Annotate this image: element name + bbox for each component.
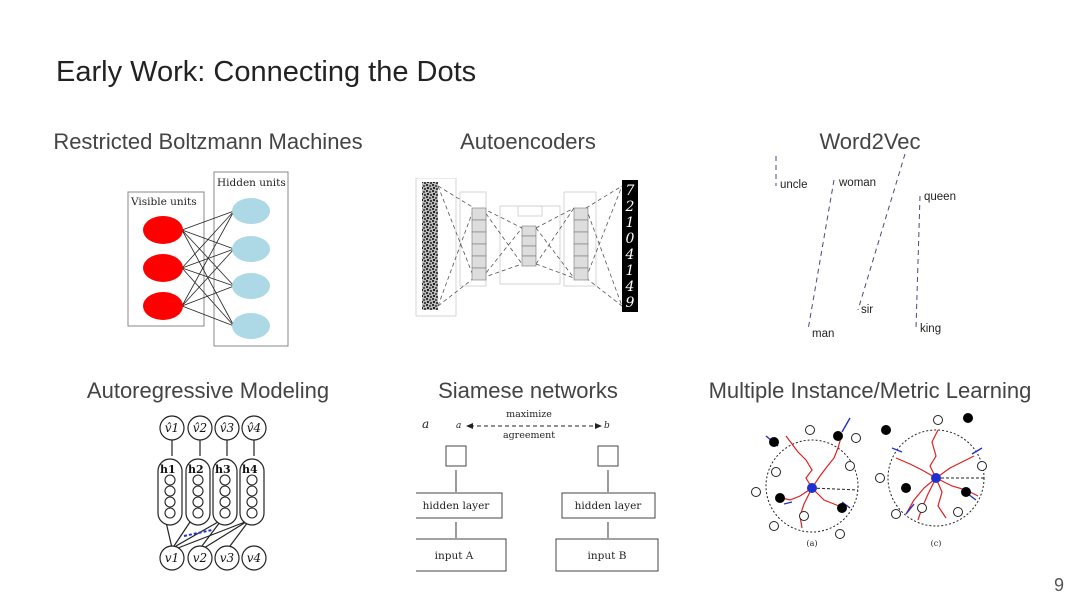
hidden-unit [232, 236, 270, 262]
mil-caption-a: (a) [806, 539, 817, 548]
autoencoders-heading: Autoencoders [460, 129, 596, 154]
ar-neuron [219, 474, 231, 486]
hidden-unit [232, 198, 270, 224]
mil-heading: Multiple Instance/Metric Learning [708, 378, 1032, 403]
ar-hidden-label: h3 [215, 463, 231, 476]
siamese-maximize: maximize [506, 409, 552, 420]
ae-layer-1 [471, 207, 487, 281]
reconstructed-digit: 1 [626, 215, 635, 231]
ae-bottleneck [521, 225, 537, 267]
rbm-connections [181, 210, 235, 327]
ar-output-label: v̂4 [247, 421, 261, 435]
siamese-left-output: a [456, 421, 461, 431]
word-queen: queen [924, 191, 956, 203]
reconstructed-digits-strip [622, 180, 638, 312]
autoregressive-diagram: h1 h2 h3 h4 v̂1 v̂2 v̂3 v̂4 v1 v2 v3 v4 [157, 415, 267, 571]
word-uncle: uncle [780, 179, 808, 191]
slide-title: Early Work: Connecting the Dots [56, 56, 477, 88]
siamese-panel-letter: a [422, 417, 429, 431]
input-b-label: input B [588, 550, 627, 562]
page-number: 9 [1053, 575, 1064, 595]
ar-input-label: v1 [165, 551, 179, 565]
siamese-agreement: agreement [503, 430, 555, 441]
word2vec-heading: Word2Vec [819, 129, 921, 154]
input-a-label: input A [435, 550, 474, 562]
autoregressive-heading: Autoregressive Modeling [86, 378, 330, 403]
projection-box-right [597, 445, 619, 467]
ar-hidden-label: h1 [160, 463, 176, 476]
visible-unit [143, 254, 183, 282]
hidden-unit [232, 313, 270, 339]
hidden-unit [232, 273, 270, 299]
reconstructed-digit: 7 [626, 183, 635, 199]
siamese-right-output: b [604, 421, 610, 431]
rbm-diagram: Visible units Hidden units [127, 171, 289, 347]
ar-neuron [246, 496, 258, 508]
ar-neuron [192, 485, 204, 497]
ar-hidden-label: h4 [242, 463, 258, 476]
ar-arrows [165, 440, 255, 549]
word-king: king [920, 323, 941, 335]
noisy-input-strip [422, 182, 438, 310]
hidden-layer-right-label: hidden layer [575, 500, 643, 512]
siamese-heading: Siamese networks [438, 378, 618, 403]
ar-input-label: v4 [247, 551, 261, 565]
word2vec-diagram: uncle woman queen sir man king [775, 153, 956, 340]
reconstructed-digit: 9 [626, 295, 635, 311]
ar-neuron [164, 485, 176, 497]
ar-input-label: v2 [193, 551, 207, 565]
ar-neuron [219, 496, 231, 508]
siamese-diagram: a a b maximize agreement hidden layer hi… [416, 409, 659, 572]
mil-diagram: (a) (c) [751, 413, 987, 548]
ar-hidden-label: h2 [188, 463, 204, 476]
visible-unit [143, 292, 183, 320]
reconstructed-digit: 1 [626, 263, 635, 279]
hidden-layer-box-left [416, 492, 503, 519]
ar-neuron [164, 496, 176, 508]
neighborhood-circle-a [765, 439, 859, 533]
word-vectors [775, 153, 921, 331]
ar-neuron [192, 507, 204, 519]
ar-output-label: v̂3 [220, 421, 235, 435]
ar-output-label: v̂2 [193, 421, 207, 435]
mil-caption-c: (c) [931, 539, 942, 548]
ar-neuron [164, 507, 176, 519]
ar-neuron [246, 485, 258, 497]
ar-neuron [164, 474, 176, 486]
ar-neuron [192, 474, 204, 486]
ae-connections [437, 185, 623, 307]
ae-layer-3 [573, 207, 589, 281]
mil-positive-points [769, 413, 973, 513]
ar-neuron [246, 507, 258, 519]
hidden-layer-left-label: hidden layer [423, 500, 491, 512]
reconstructed-digit: 4 [625, 279, 635, 295]
mil-update-arrows [765, 417, 983, 515]
reconstructed-digit: 2 [625, 199, 635, 215]
word-man: man [812, 328, 834, 340]
projection-box-left [445, 445, 467, 467]
visible-units-label: Visible units [130, 196, 197, 208]
word-woman: woman [838, 177, 876, 189]
visible-unit [143, 216, 183, 244]
reconstructed-digit: 0 [626, 231, 635, 247]
input-box-right [555, 538, 659, 572]
word-sir: sir [861, 304, 873, 316]
ar-neuron [246, 474, 258, 486]
ar-input-label: v3 [220, 551, 235, 565]
ar-neuron [192, 496, 204, 508]
ar-output-label: v̂1 [165, 421, 179, 435]
mil-anchor-points [807, 473, 941, 493]
hidden-layer-box-right [561, 492, 656, 519]
rbm-heading: Restricted Boltzmann Machines [53, 129, 363, 154]
input-box-left [416, 538, 507, 572]
mil-negative-points [751, 415, 987, 539]
ar-neuron [219, 507, 231, 519]
ar-neuron [219, 485, 231, 497]
reconstructed-digit: 4 [625, 247, 635, 263]
hidden-units-label: Hidden units [217, 177, 286, 189]
